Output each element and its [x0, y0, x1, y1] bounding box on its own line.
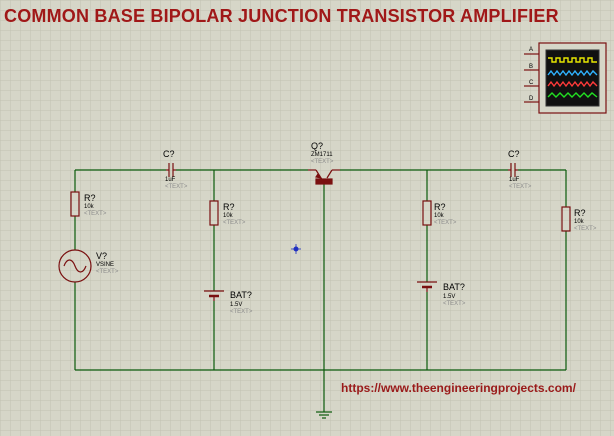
label-r2-ref: R? — [223, 202, 235, 212]
label-v1-text: <TEXT> — [96, 269, 119, 275]
label-c1-ref: C? — [163, 149, 175, 159]
transistor-q1-icon[interactable] — [308, 169, 340, 185]
label-r3-value: 10k — [434, 213, 444, 219]
battery-bat1-icon[interactable] — [204, 290, 224, 301]
vsine-source-icon[interactable] — [58, 249, 92, 283]
scope-channel-b-label: B — [529, 64, 534, 70]
resistor-r3-icon[interactable] — [422, 200, 432, 226]
capacitor-c1-icon[interactable] — [166, 163, 176, 177]
label-c2-text: <TEXT> — [509, 184, 532, 190]
website-url[interactable]: https://www.theengineeringprojects.com/ — [341, 381, 576, 395]
label-r4-ref: R? — [574, 208, 586, 218]
label-v1-value: VSINE — [96, 262, 115, 268]
label-r1-ref: R? — [84, 193, 96, 203]
label-r1-value: 10k — [84, 204, 94, 210]
origin-marker-icon — [291, 244, 301, 254]
label-r4-text: <TEXT> — [574, 226, 597, 232]
wires — [74, 169, 567, 412]
label-bat2-ref: BAT? — [443, 282, 465, 292]
label-bat1-text: <TEXT> — [230, 309, 253, 315]
resistor-r1-icon[interactable] — [70, 191, 80, 217]
oscilloscope-icon[interactable] — [524, 42, 607, 114]
resistor-r2-icon[interactable] — [209, 200, 219, 226]
capacitor-c2-icon[interactable] — [508, 163, 518, 177]
label-r4-value: 10k — [574, 219, 584, 225]
resistor-r4-icon[interactable] — [561, 206, 571, 232]
label-q1-ref: Q? — [311, 141, 324, 151]
label-c1-value: 1uF — [165, 177, 176, 183]
label-bat1-ref: BAT? — [230, 290, 252, 300]
label-r3-text: <TEXT> — [434, 220, 457, 226]
label-r1-text: <TEXT> — [84, 211, 107, 217]
label-r3-ref: R? — [434, 202, 446, 212]
label-c2-ref: C? — [508, 149, 520, 159]
battery-bat2-icon[interactable] — [417, 281, 437, 292]
scope-channel-c-label: C — [529, 80, 534, 86]
label-c1-text: <TEXT> — [165, 184, 188, 190]
scope-channel-a-label: A — [529, 47, 534, 53]
label-bat2-text: <TEXT> — [443, 301, 466, 307]
label-q1-text: <TEXT> — [311, 159, 334, 165]
label-bat1-value: 1.5V — [230, 302, 243, 308]
label-v1-ref: V? — [96, 251, 108, 261]
label-q1-value: ZM1711 — [311, 152, 333, 158]
scope-channel-d-label: D — [529, 96, 534, 102]
ground-icon — [316, 411, 332, 419]
label-bat2-value: 1.5V — [443, 294, 456, 300]
label-r2-text: <TEXT> — [223, 220, 246, 226]
label-r2-value: 10k — [223, 213, 233, 219]
diagram-title: COMMON BASE BIPOLAR JUNCTION TRANSISTOR … — [4, 6, 559, 26]
label-c2-value: 1uF — [509, 177, 520, 183]
